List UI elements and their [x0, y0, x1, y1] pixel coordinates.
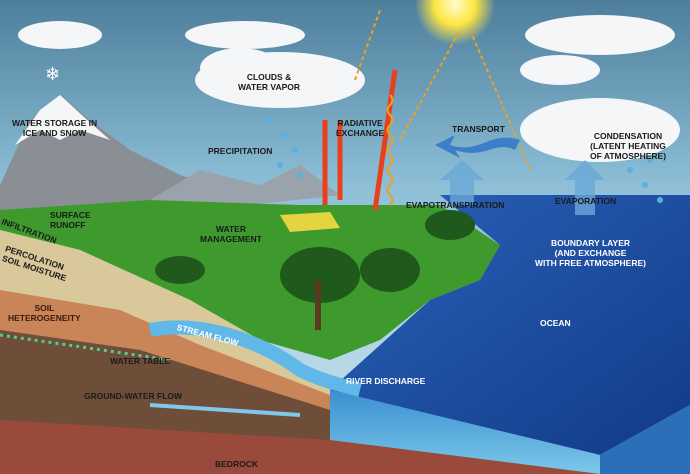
mountain-snow [15, 95, 110, 145]
forest [155, 210, 475, 330]
radiative-arrows [322, 69, 398, 211]
ocean [330, 195, 690, 455]
label-evaporation: EVAPORATION [555, 196, 617, 206]
sun [415, 0, 495, 45]
snowflake-icon: ❄ [45, 64, 60, 84]
bedrock [0, 420, 600, 474]
transport-arrow [435, 135, 520, 158]
label-water-table: WATER TABLE [110, 356, 171, 366]
raindrops [267, 117, 663, 203]
label-bedrock: BEDROCK [215, 459, 258, 469]
label-groundwater-flow: GROUND-WATER FLOW [84, 391, 183, 401]
label-transport: TRANSPORT [452, 124, 505, 134]
land [0, 200, 500, 360]
heat-waves [354, 9, 531, 206]
stream [148, 320, 362, 397]
evaporation-arrow [565, 160, 605, 215]
fields [280, 212, 340, 232]
evapotranspiration-arrow [440, 160, 484, 205]
ocean-side [600, 405, 690, 474]
label-evapotranspiration: EVAPOTRANSPIRATION [406, 200, 505, 210]
label-river-discharge: RIVER DISCHARGE [346, 376, 426, 386]
label-clouds: CLOUDS &WATER VAPOR [238, 72, 301, 92]
label-ocean: OCEAN [540, 318, 571, 328]
label-precipitation: PRECIPITATION [208, 146, 273, 156]
groundwater-arrow [149, 403, 301, 417]
clouds [18, 15, 680, 162]
water-table-line [0, 333, 171, 362]
